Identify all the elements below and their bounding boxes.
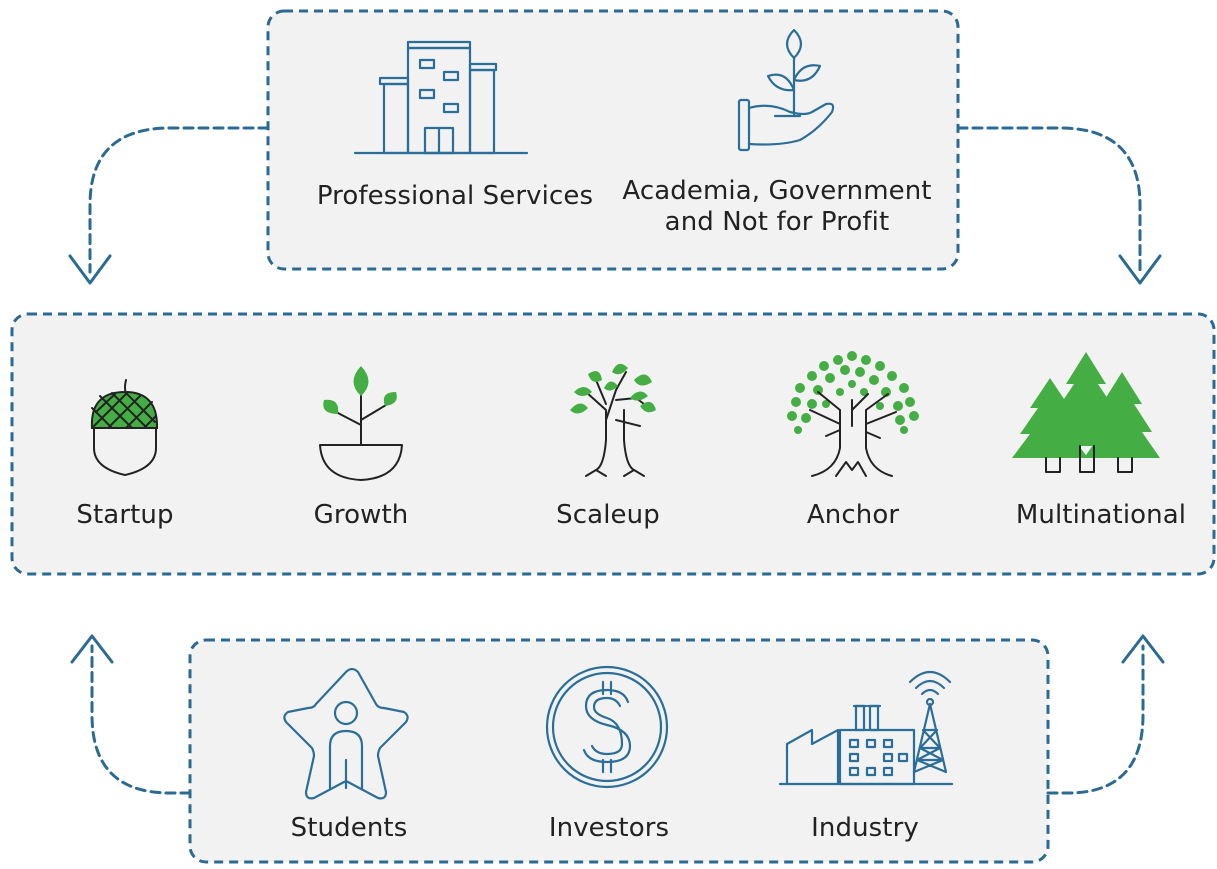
connector-bottom-left xyxy=(70,634,192,795)
connector-bottom-right xyxy=(1046,634,1165,795)
label-academia-line1: Academia, Government xyxy=(622,176,932,206)
sprout-icon xyxy=(319,366,403,481)
factory-tower-icon xyxy=(778,670,954,786)
large-tree-icon xyxy=(787,351,919,477)
label-academia-line2: and Not for Profit xyxy=(664,207,890,237)
hand-holding-plant-icon xyxy=(737,28,835,152)
connector-top-left xyxy=(68,126,270,285)
label-multinational: Multinational xyxy=(1015,500,1187,530)
connector-top-right xyxy=(956,126,1162,285)
label-growth: Growth xyxy=(313,500,409,530)
acorn-icon xyxy=(90,379,159,476)
dollar-coin-icon xyxy=(545,665,669,789)
forest-icon xyxy=(1012,352,1160,473)
label-students: Students xyxy=(290,813,408,843)
label-startup: Startup xyxy=(76,500,174,530)
label-industry: Industry xyxy=(811,813,919,843)
label-professional-services: Professional Services xyxy=(316,181,594,211)
young-tree-icon xyxy=(570,363,656,477)
top-panel xyxy=(266,9,960,271)
office-building-icon xyxy=(353,40,529,155)
label-anchor: Anchor xyxy=(806,500,900,530)
middle-panel xyxy=(10,312,1216,576)
label-investors: Investors xyxy=(548,813,670,843)
student-star-icon xyxy=(283,667,409,800)
label-scaleup: Scaleup xyxy=(556,500,660,530)
